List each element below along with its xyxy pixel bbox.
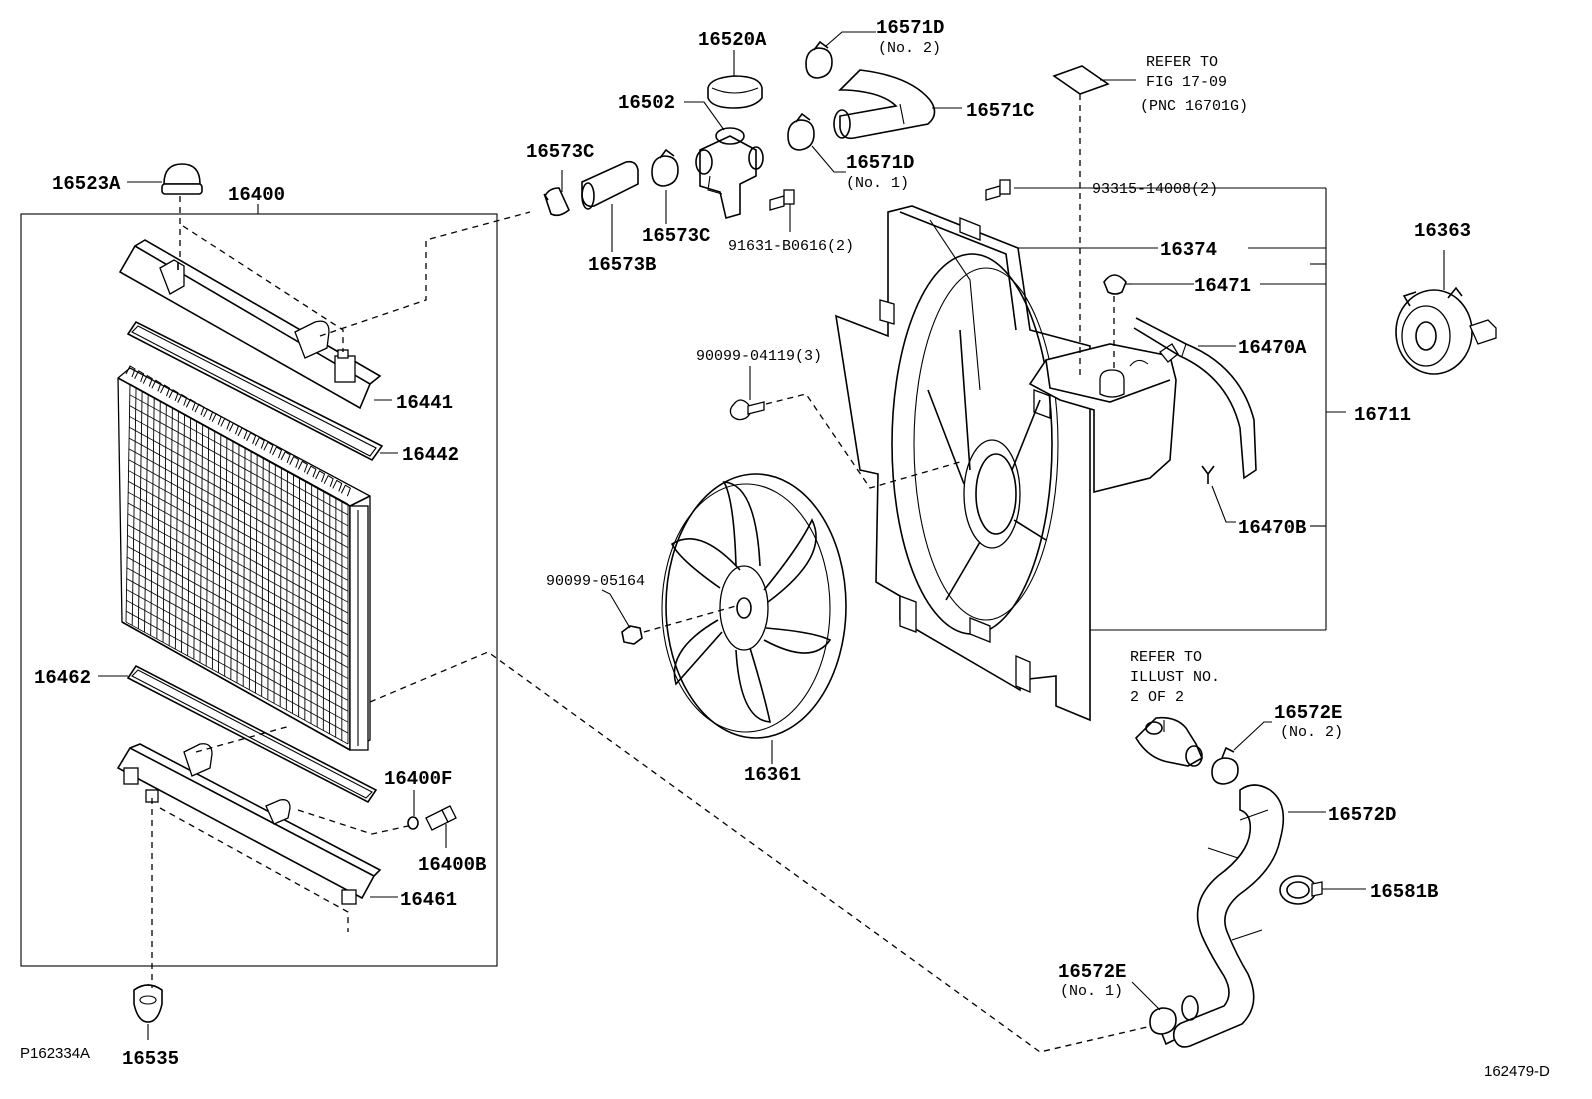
hose-clamp-16572E-no1 — [1131, 981, 1177, 1046]
hose-clamp-16571D-no1 — [787, 112, 846, 173]
drain-plug-16400B — [297, 790, 457, 848]
label-16471: 16471 — [1194, 275, 1251, 297]
footer-right-code: 162479-D — [1484, 1063, 1550, 1080]
cooling-fan-16361 — [661, 473, 847, 764]
radiator-support-cushion-16535 — [133, 798, 349, 1040]
label-16400: 16400 — [228, 184, 285, 206]
hose-clamp-16581B — [1279, 875, 1366, 905]
radiator-drain-cap-16523A — [127, 163, 203, 262]
water-outlet-reference — [1134, 716, 1204, 767]
label-16711: 16711 — [1354, 404, 1411, 426]
label-16400F: 16400F — [384, 768, 452, 790]
nut-90099-05164 — [601, 589, 737, 645]
bolt-91631-B0616 — [769, 189, 795, 232]
label-91631-B0616: 91631-B0616(2) — [728, 238, 854, 255]
water-inlet-16502 — [684, 101, 764, 220]
refer-fig-marker — [1052, 65, 1136, 376]
upper-radiator-hose-16573B — [581, 160, 639, 252]
refer-illust-line2: ILLUST NO. — [1130, 669, 1220, 686]
label-16502: 16502 — [618, 92, 675, 114]
label-16374: 16374 — [1160, 239, 1217, 261]
label-16572E-no1-sub: (No. 1) — [1060, 983, 1123, 1000]
radiator-hose-guide-lines — [195, 211, 1161, 1053]
label-16400B: 16400B — [418, 854, 486, 876]
upper-hose-clamp-16573C-left — [543, 170, 570, 217]
lower-radiator-hose-16572D — [1172, 784, 1326, 1048]
label-16571D-no1-sub: (No. 1) — [846, 175, 909, 192]
label-16573C-left: 16573C — [526, 141, 594, 163]
label-16571D-no1: 16571D — [846, 152, 914, 174]
hose-clamp-16572E-no2 — [1211, 721, 1272, 785]
radiator-hose-16571C — [833, 69, 962, 140]
label-16441: 16441 — [396, 392, 453, 414]
overflow-hose-16470A — [1133, 317, 1257, 480]
reservoir-tank — [1028, 343, 1179, 494]
fan-motor-16363 — [1395, 250, 1497, 375]
refer-fig-line3: (PNC 16701G) — [1140, 98, 1248, 115]
bolt-90099-04119 — [729, 366, 961, 489]
refer-illust-line3: 2 OF 2 — [1130, 689, 1184, 706]
label-90099-04119: 90099-04119(3) — [696, 348, 822, 365]
bolt-93315-14008 — [985, 179, 1011, 201]
label-16571C: 16571C — [966, 100, 1034, 122]
hose-clip-16470B — [1201, 465, 1236, 523]
footer-left-code: P162334A — [20, 1045, 90, 1062]
label-16581B: 16581B — [1370, 881, 1438, 903]
label-16523A: 16523A — [52, 173, 121, 195]
label-90099-05164: 90099-05164 — [546, 573, 645, 590]
radiator-assembly-box — [20, 204, 498, 967]
hose-clamp-16571D-no2 — [805, 31, 876, 79]
label-16461: 16461 — [400, 889, 457, 911]
label-16363: 16363 — [1414, 220, 1471, 242]
radiator-lower-tank-16461 — [116, 743, 398, 905]
radiator-upper-tank-16441 — [118, 225, 392, 410]
reservoir-cap-16471 — [1103, 274, 1132, 372]
label-93315-14008: 93315-14008(2) — [1092, 181, 1218, 198]
label-16573B: 16573B — [588, 254, 656, 276]
radiator-core — [117, 365, 371, 751]
fan-shroud-16374 — [834, 205, 1091, 722]
label-16572E-no1: 16572E — [1058, 961, 1126, 983]
label-16470B: 16470B — [1238, 517, 1306, 539]
fan-shroud-bracket-box — [1014, 187, 1346, 631]
radiator-cap-16520A — [707, 50, 763, 109]
label-16572E-no2-sub: (No. 2) — [1280, 724, 1343, 741]
label-16470A: 16470A — [1238, 337, 1307, 359]
refer-fig-line2: FIG 17-09 — [1146, 74, 1227, 91]
label-16462: 16462 — [34, 667, 91, 689]
label-16571D-no2: 16571D — [876, 17, 944, 39]
label-16571D-no2-sub: (No. 2) — [878, 40, 941, 57]
label-16572E-no2: 16572E — [1274, 702, 1342, 724]
label-16572D: 16572D — [1328, 804, 1396, 826]
label-16535: 16535 — [122, 1048, 179, 1070]
refer-illust-line1: REFER TO — [1130, 649, 1202, 666]
upper-hose-clamp-16573C-right — [651, 148, 679, 224]
label-16520A: 16520A — [698, 29, 767, 51]
label-16442: 16442 — [402, 444, 459, 466]
label-16573C-right: 16573C — [642, 225, 710, 247]
radiator-upper-gasket-16442 — [126, 320, 398, 462]
radiator-lower-gasket-16462 — [98, 664, 378, 804]
refer-fig-line1: REFER TO — [1146, 54, 1218, 71]
label-16361: 16361 — [744, 764, 801, 786]
